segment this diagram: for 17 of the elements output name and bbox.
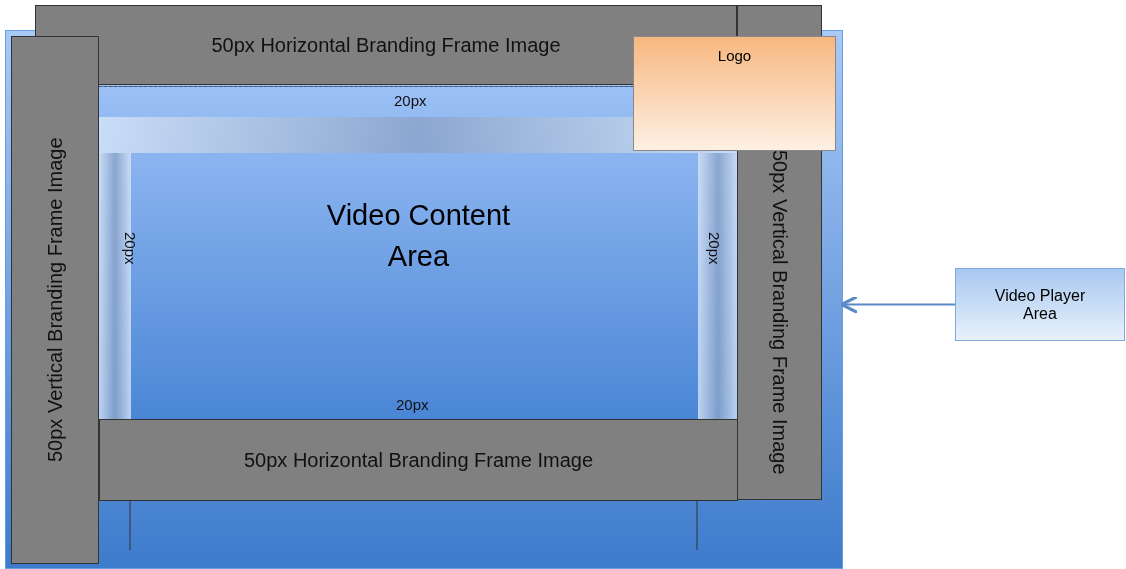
node-text: 50px Vertical Branding Frame Image (768, 149, 791, 477)
branding-frame (99, 419, 738, 501)
branding-frame (11, 36, 99, 564)
dimension-label: 20px (394, 92, 427, 109)
arrow (839, 294, 956, 315)
node-text: Video Content Area (325, 198, 512, 274)
content-area (99, 86, 738, 419)
node-text: 50px Horizontal Branding Frame Image (211, 33, 561, 57)
dimension-label: 20px (122, 232, 139, 265)
callout-box (955, 268, 1125, 341)
node-text: Logo (716, 47, 753, 64)
corner-box (633, 36, 836, 151)
dimension-label: 20px (396, 396, 429, 413)
node-text: 50px Vertical Branding Frame Image (43, 136, 67, 465)
node-text: 50px Horizontal Branding Frame Image (243, 448, 594, 472)
node-text: Video Player Area (993, 286, 1087, 323)
dimension-label: 20px (706, 232, 723, 265)
